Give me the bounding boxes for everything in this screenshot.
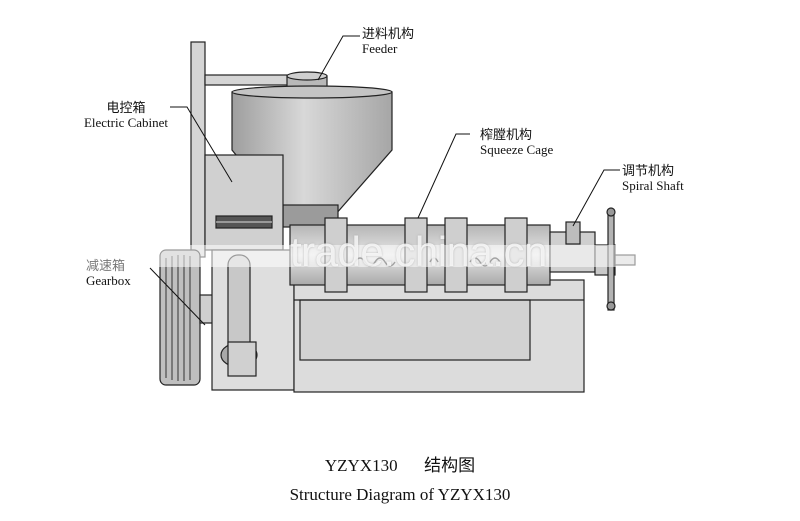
leader-squeeze-cage bbox=[417, 133, 470, 219]
label-electric-cabinet-zh: 电控箱 bbox=[106, 100, 146, 115]
label-gearbox-en: Gearbox bbox=[86, 273, 131, 288]
caption-line-1: YZYX130 结构图 bbox=[0, 451, 800, 476]
watermark-band bbox=[80, 245, 700, 267]
label-feeder: 进料机构 Feeder bbox=[362, 26, 414, 56]
label-squeeze-cage-zh: 榨膛机构 bbox=[480, 127, 533, 142]
caption-zh-title: 结构图 bbox=[424, 456, 476, 475]
label-gearbox-zh: 减速箱 bbox=[86, 258, 126, 273]
leader-spiral-shaft bbox=[572, 169, 620, 227]
frame-post bbox=[190, 41, 291, 258]
electric-cabinet bbox=[204, 154, 284, 251]
caption-line-2: Structure Diagram of YZYX130 bbox=[289, 485, 511, 504]
gearbox bbox=[159, 249, 295, 391]
label-squeeze-cage: 榨膛机构 Squeeze Cage bbox=[480, 127, 553, 157]
label-gearbox: 减速箱 Gearbox bbox=[86, 258, 131, 288]
label-spiral-shaft-en: Spiral Shaft bbox=[622, 178, 684, 193]
label-squeeze-cage-en: Squeeze Cage bbox=[480, 142, 554, 157]
caption-model: YZYX130 bbox=[324, 456, 398, 475]
label-feeder-en: Feeder bbox=[362, 41, 398, 56]
machine-base bbox=[293, 279, 585, 393]
leader-lines bbox=[149, 35, 620, 326]
watermark-text: trade.china.cn bbox=[290, 228, 547, 275]
leader-feeder bbox=[317, 35, 360, 81]
label-electric-cabinet: 电控箱 Electric Cabinet bbox=[80, 100, 172, 130]
label-spiral-shaft-zh: 调节机构 bbox=[622, 163, 675, 178]
label-electric-cabinet-en: Electric Cabinet bbox=[83, 115, 169, 130]
label-feeder-zh: 进料机构 bbox=[362, 26, 415, 41]
leader-electric-cabinet bbox=[170, 106, 233, 183]
label-spiral-shaft: 调节机构 Spiral Shaft bbox=[622, 163, 684, 193]
leader-gearbox bbox=[149, 267, 206, 326]
